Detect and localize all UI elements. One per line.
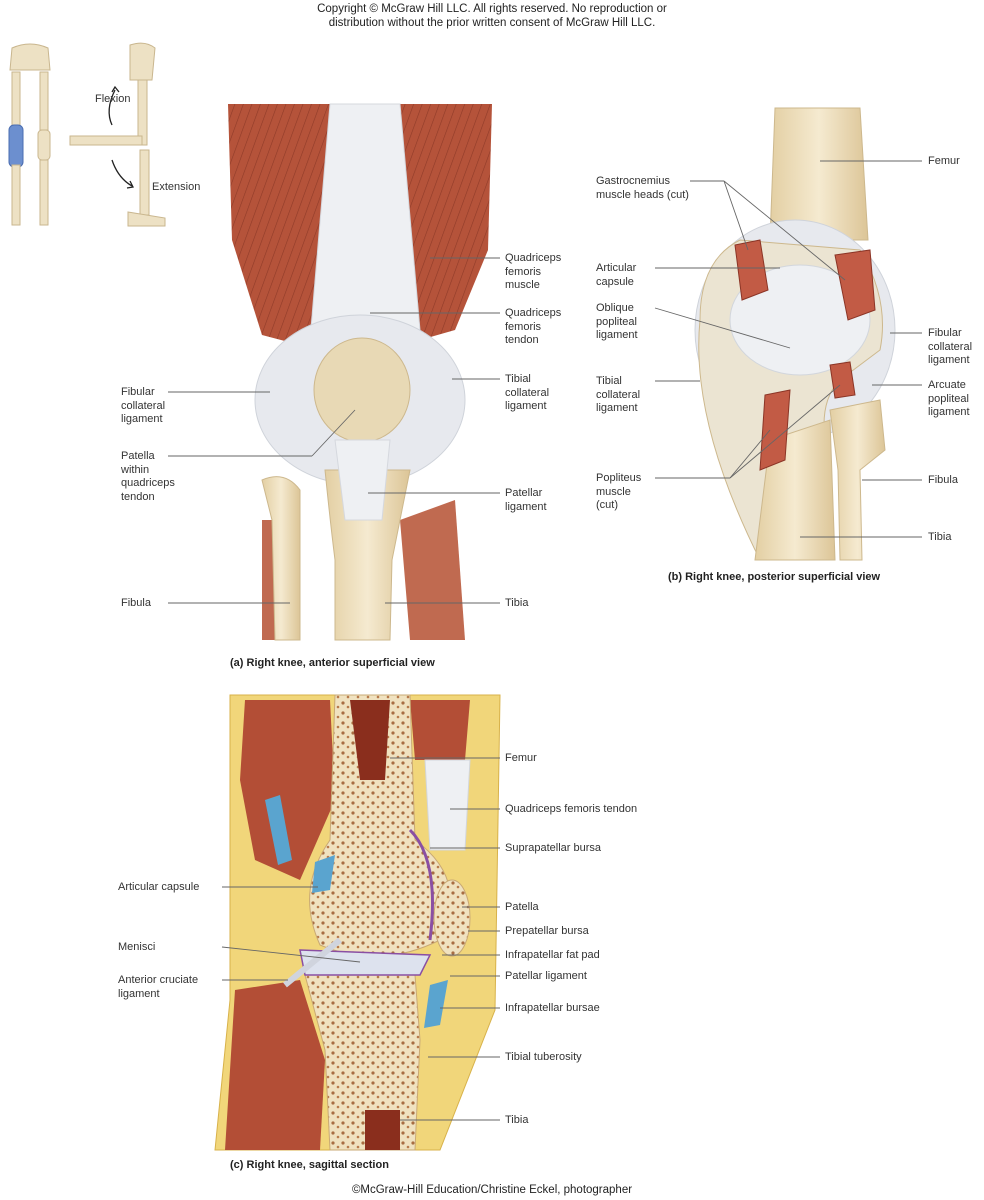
copyright-line-1: Copyright © McGraw Hill LLC. All rights …	[317, 3, 667, 15]
photo-credit: ©McGraw-Hill Education/Christine Eckel, …	[351, 1184, 633, 1196]
label-c-suprapatellar-bursa: Suprapatellar bursa	[505, 842, 602, 854]
caption-panel-b: (b) Right knee, posterior superficial vi…	[668, 571, 881, 583]
caption-panel-c: (c) Right knee, sagittal section	[230, 1159, 389, 1171]
label-a-tibial-collateral-ligament: Tibial collateral ligament	[505, 373, 550, 412]
label-a-patellar-ligament: Patellar ligament	[505, 487, 547, 513]
label-a-quadriceps-muscle: Quadriceps femoris muscle	[505, 252, 562, 291]
label-b-arcuate-popliteal-ligament: Arcuate popliteal ligament	[928, 379, 970, 418]
label-c-tibial-tuberosity: Tibial tuberosity	[505, 1051, 582, 1063]
label-c-tibia: Tibia	[505, 1114, 529, 1126]
label-a-fibular-collateral-ligament: Fibular collateral ligament	[121, 386, 166, 425]
label-b-tibia: Tibia	[928, 531, 952, 543]
label-c-articular-capsule: Articular capsule	[118, 881, 200, 893]
label-a-tibia: Tibia	[505, 597, 529, 609]
inset-skeleton	[8, 42, 166, 227]
label-b-popliteus: Popliteus muscle (cut)	[596, 472, 642, 511]
panel-b-art	[694, 107, 896, 561]
copyright-notice: Copyright © McGraw Hill LLC. All rights …	[0, 2, 984, 30]
label-c-femur: Femur	[505, 752, 537, 764]
label-b-oblique-popliteal-ligament: Oblique popliteal ligament	[596, 302, 638, 341]
label-c-infrapatellar-bursae: Infrapatellar bursae	[505, 1002, 600, 1014]
label-b-tibial-collateral-ligament: Tibial collateral ligament	[596, 375, 641, 414]
label-b-fibular-collateral-ligament: Fibular collateral ligament	[928, 327, 973, 366]
panel-c-art	[214, 694, 501, 1151]
inset-flexion-label: Flexion	[95, 93, 131, 105]
leader-lines	[168, 160, 922, 1121]
label-c-menisci: Menisci	[118, 941, 156, 953]
label-a-patella: Patella within quadriceps tendon	[121, 450, 175, 503]
label-c-prepatellar-bursa: Prepatellar bursa	[505, 925, 589, 937]
copyright-line-2: distribution without the prior written c…	[328, 17, 656, 29]
label-c-quadriceps-tendon: Quadriceps femoris tendon	[505, 803, 638, 815]
inset-extension-label: Extension	[152, 181, 201, 193]
label-a-quadriceps-tendon: Quadriceps femoris tendon	[505, 307, 562, 346]
label-b-articular-capsule: Articular capsule	[596, 262, 637, 288]
caption-panel-a: (a) Right knee, anterior superficial vie…	[230, 657, 435, 669]
label-c-patella: Patella	[505, 901, 539, 913]
label-c-infrapatellar-fat-pad: Infrapatellar fat pad	[505, 949, 600, 961]
label-a-fibula: Fibula	[121, 597, 151, 609]
label-b-gastrocnemius: Gastrocnemius muscle heads (cut)	[596, 175, 689, 201]
panel-a-art	[225, 100, 495, 641]
label-c-anterior-cruciate-ligament: Anterior cruciate ligament	[118, 974, 199, 1000]
label-c-patellar-ligament: Patellar ligament	[505, 970, 587, 982]
label-b-femur: Femur	[928, 155, 960, 167]
label-b-fibula: Fibula	[928, 474, 958, 486]
